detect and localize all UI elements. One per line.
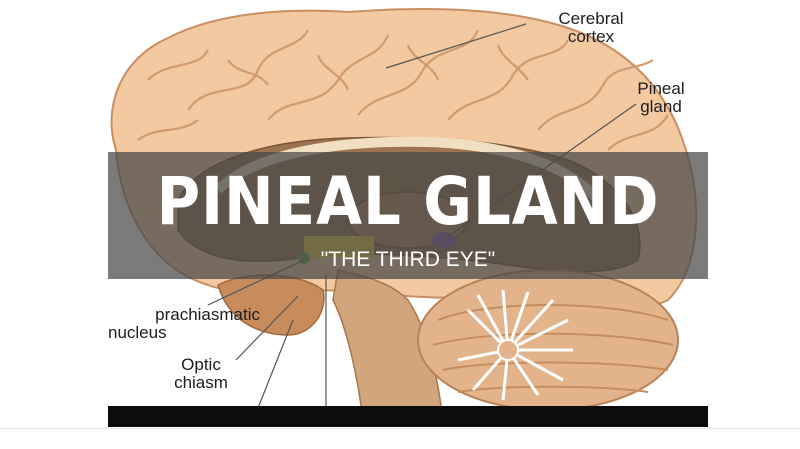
label-cerebral-cortex: Cerebral cortex — [558, 9, 624, 46]
title-band: PINEAL GLAND "THE THIRD EYE" — [108, 152, 708, 279]
brainstem — [332, 269, 444, 421]
cortex-folds — [137, 29, 669, 151]
page-divider — [0, 428, 800, 429]
label-pineal-gland: Pineal gland — [637, 79, 685, 116]
slide-subtitle: "THE THIRD EYE" — [320, 248, 496, 271]
label-suprachiasmatic-nucleus: prachiasmatic nucleus — [108, 305, 260, 342]
slide-title: PINEAL GLAND — [156, 163, 660, 240]
slide: Cerebral cortex Pineal gland prachiasmat… — [108, 0, 708, 427]
bottom-bar — [108, 406, 708, 427]
label-optic-chiasm: Optic chiasm — [174, 355, 228, 392]
cerebellum — [417, 269, 679, 411]
